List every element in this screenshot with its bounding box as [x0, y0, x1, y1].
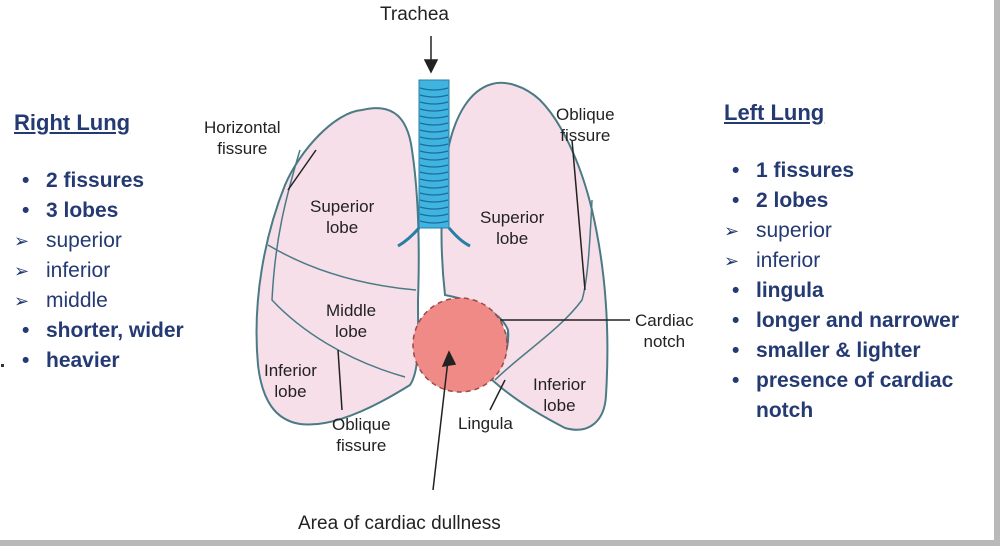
right-lung-panel: Right Lung 2 fissures3 lobessuperiorinfe… — [14, 110, 244, 376]
right-lung-item: heavier — [14, 346, 244, 376]
left-lung-item: smaller & lighter — [724, 336, 996, 366]
trachea-label: Trachea — [380, 4, 449, 25]
left-lung-item: longer and narrower — [724, 306, 996, 336]
left-oblique-fissure-line — [494, 199, 593, 381]
right-lung-item: shorter, wider — [14, 316, 244, 346]
right-lung-item: 2 fissures — [14, 166, 244, 196]
left-lung-item: inferior — [724, 246, 996, 276]
left-lung-item: superior — [724, 216, 996, 246]
left-lung-item: lingula — [724, 276, 996, 306]
right-lung-item: superior — [14, 226, 244, 256]
margin-dot — [1, 364, 4, 367]
left-lung-list: 1 fissures2 lobessuperiorinferiorlingula… — [724, 156, 996, 426]
right-oblique-fissure-line — [271, 149, 406, 378]
leader-lines — [287, 36, 630, 491]
right-lung-shape — [255, 107, 420, 426]
trachea-rings — [419, 87, 449, 224]
horizontal-fissure-line — [267, 244, 417, 291]
left-lung-item: presence of cardiac notch — [724, 366, 996, 426]
lingula-label: Lingula — [458, 414, 513, 433]
cardiac-dullness-label: Area of cardiac dullness — [298, 513, 501, 534]
right-lung-item: middle — [14, 286, 244, 316]
trachea-shape — [397, 79, 471, 248]
left-lung-item: 2 lobes — [724, 186, 996, 216]
left-lung-item: 1 fissures — [724, 156, 996, 186]
right-lung-item: inferior — [14, 256, 244, 286]
cardiac-dullness-area — [412, 297, 508, 393]
right-lung-title: Right Lung — [14, 110, 131, 135]
left-lung-panel: Left Lung 1 fissures2 lobessuperiorinfer… — [724, 100, 996, 426]
right-lung-item: 3 lobes — [14, 196, 244, 226]
left-lung-title: Left Lung — [724, 100, 825, 125]
right-lung-list: 2 fissures3 lobessuperiorinferiormiddles… — [14, 166, 244, 376]
